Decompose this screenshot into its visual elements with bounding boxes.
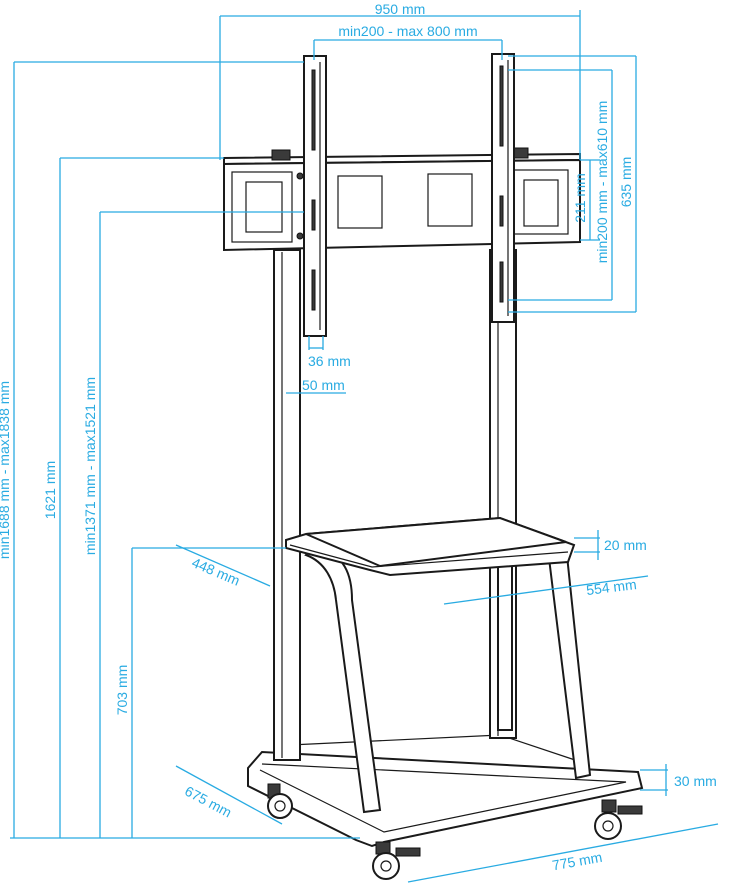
arm-width-label: 36 mm [308,353,351,369]
base-thickness-label: 30 mm [674,773,717,789]
base-width-label: 775 mm [551,849,604,874]
arm-length-label: 635 mm [618,157,634,208]
tv-stand-drawing [223,53,644,880]
height-range-top-label: min1688 mm - max1838 mm [0,381,12,559]
shelf [285,516,576,577]
column-width-label: 50 mm [302,377,345,393]
vesa-arm-left [303,55,327,337]
shelf-thickness-label: 20 mm [604,537,647,553]
dimension-lines [10,10,719,883]
mounting-bracket [223,147,581,252]
dimension-labels: 950 mm min200 - max 800 mm min200 mm - m… [0,1,717,873]
shelf-height-label: 703 mm [114,665,130,716]
overall-width-label: 950 mm [375,1,426,17]
vesa-arm-right [491,53,515,323]
shelf-width-label: 554 mm [585,576,637,598]
shelf-depth-label: 448 mm [190,554,243,588]
left-column [273,249,301,761]
caster-wheel-left [267,783,293,819]
vesa-vertical-range-label: min200 mm - max610 mm [594,101,610,264]
caster-wheel-front [372,841,421,880]
caster-wheel-right [594,799,643,840]
base-depth-label: 675 mm [182,783,234,821]
height-top-bracket-label: 1621 mm [42,461,58,519]
bracket-height-label: 211 mm [572,173,588,223]
vesa-horizontal-label: min200 - max 800 mm [338,23,477,39]
height-range-center-label: min1371 mm - max1521 mm [82,377,98,555]
